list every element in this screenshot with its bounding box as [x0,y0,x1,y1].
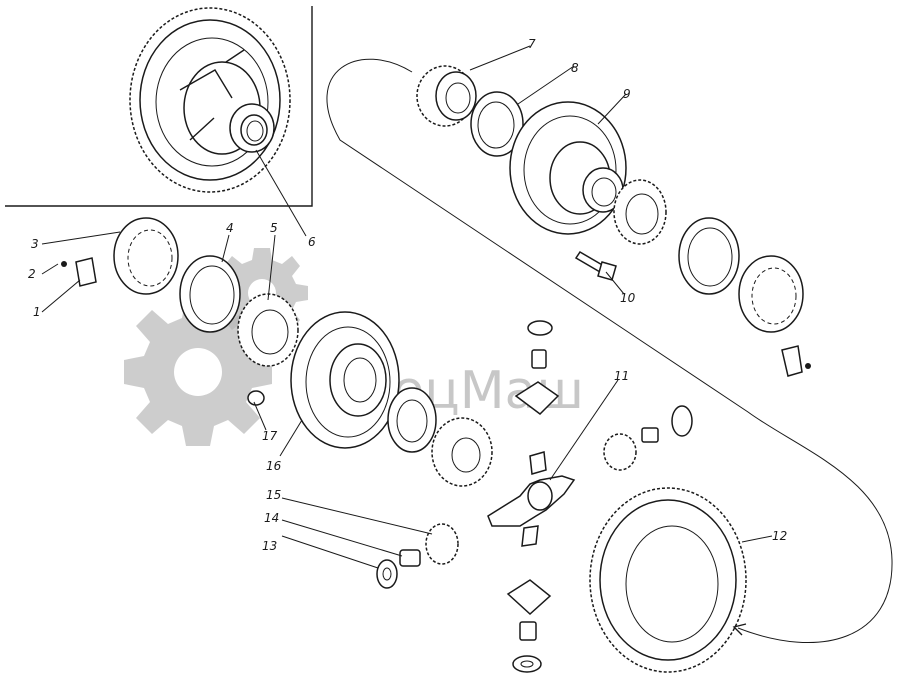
part-5-roller-bearing [237,293,299,367]
assembly-path-line [326,58,893,644]
callout-12: 12 [772,529,787,543]
thrust-washer-left [387,387,437,453]
callout-3: 3 [31,237,39,251]
callout-8: 8 [571,61,579,75]
inset-frame [5,6,313,207]
part-2-bolt [61,261,67,267]
callout-6: 6 [308,235,316,249]
part-11-spider [487,451,576,547]
leader-lines [41,45,773,569]
side-gear-left [431,417,493,487]
assembly-arrow-icon [732,623,747,636]
callout-11: 11 [614,369,629,383]
callout-10: 10 [620,291,636,305]
part-4-bearing-race [179,255,241,333]
upper-pinion-stack [514,320,560,415]
part-6-differential-assembly [129,7,291,193]
part-1-lock-plate [75,257,97,287]
watermark: СпецМаш [124,248,584,446]
part-16-case-half [290,311,400,449]
callout-5: 5 [270,221,278,235]
callout-13: 13 [262,539,277,553]
part-12-ring-gear [589,487,747,673]
part-9-case-half [509,101,667,245]
side-pinion-right [603,405,693,471]
part-10-bolt [574,250,617,281]
adjusting-nut-right [738,255,804,333]
callout-4: 4 [226,221,234,235]
callout-15: 15 [266,488,281,502]
part-17-nut [247,390,265,406]
callout-1: 1 [33,305,41,319]
callout-7: 7 [528,37,536,51]
part-3-adjusting-nut [113,217,179,295]
watermark-gear-icon [124,298,272,446]
part-15-pinion [425,523,459,565]
callout-9: 9 [623,87,631,101]
callout-16: 16 [266,459,282,473]
part-13-washer [376,559,398,589]
callout-17: 17 [262,429,278,443]
callout-labels: 1 2 3 4 5 6 7 8 9 10 11 12 13 14 15 16 1… [28,37,787,553]
callout-2: 2 [28,267,36,281]
callout-14: 14 [264,511,279,525]
lower-pinion-stack [506,579,552,673]
part-14-bushing [399,549,421,567]
part-7-bevel-gear [416,65,477,127]
part-8-washer [470,91,524,157]
bearing-outer-race-right [678,217,740,295]
lock-plate-right [781,345,811,377]
